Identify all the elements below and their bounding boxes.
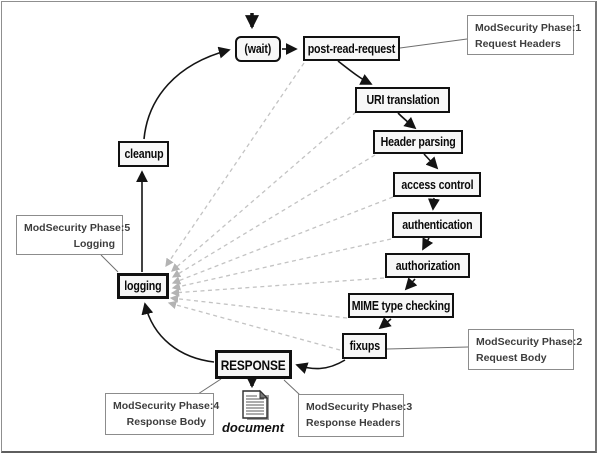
stage-authentication: authentication [392,212,482,238]
stage-fixups: fixups [342,333,387,359]
note-modsecurity-phase3: ModSecurity Phase:3 Response Headers [298,394,413,437]
note-modsecurity-phase2: ModSecurity Phase:2 Request Body [468,329,583,370]
note-line: Response Body [126,415,206,428]
note-line: Request Headers [475,37,561,50]
note-line: ModSecurity Phase:4 [113,400,220,412]
note-modsecurity-phase4: ModSecurity Phase:4 Response Body [105,393,220,435]
stage-response: RESPONSE [215,350,292,379]
stage-access-control: access control [393,172,481,197]
note-line: Logging [73,237,115,250]
stage-post-read-request: post-read-request [303,36,400,61]
stage-authorization: authorization [385,253,470,278]
main-flow-arrows [136,43,440,374]
dashed-logging-arrows [165,62,394,351]
stage-uri-translation: URI translation [355,87,450,113]
stage-cleanup: cleanup [118,141,169,167]
stage-logging: logging [117,273,169,299]
annotation-connector-lines [100,38,469,396]
note-modsecurity-phase5: ModSecurity Phase:5 Logging [16,215,131,255]
note-line: Request Body [476,351,547,364]
stage-wait: (wait) [235,36,281,62]
document-label: document [221,420,285,435]
note-line: Response Headers [306,416,401,429]
stage-mime-type-checking: MIME type checking [348,293,454,318]
note-line: ModSecurity Phase:1 [475,22,582,34]
note-modsecurity-phase1: ModSecurity Phase:1 Request Headers [467,15,582,55]
stage-header-parsing: Header parsing [373,130,463,154]
note-line: ModSecurity Phase:3 [306,401,413,413]
note-line: ModSecurity Phase:2 [476,336,583,348]
document-icon [239,389,273,421]
note-line: ModSecurity Phase:5 [24,222,131,234]
